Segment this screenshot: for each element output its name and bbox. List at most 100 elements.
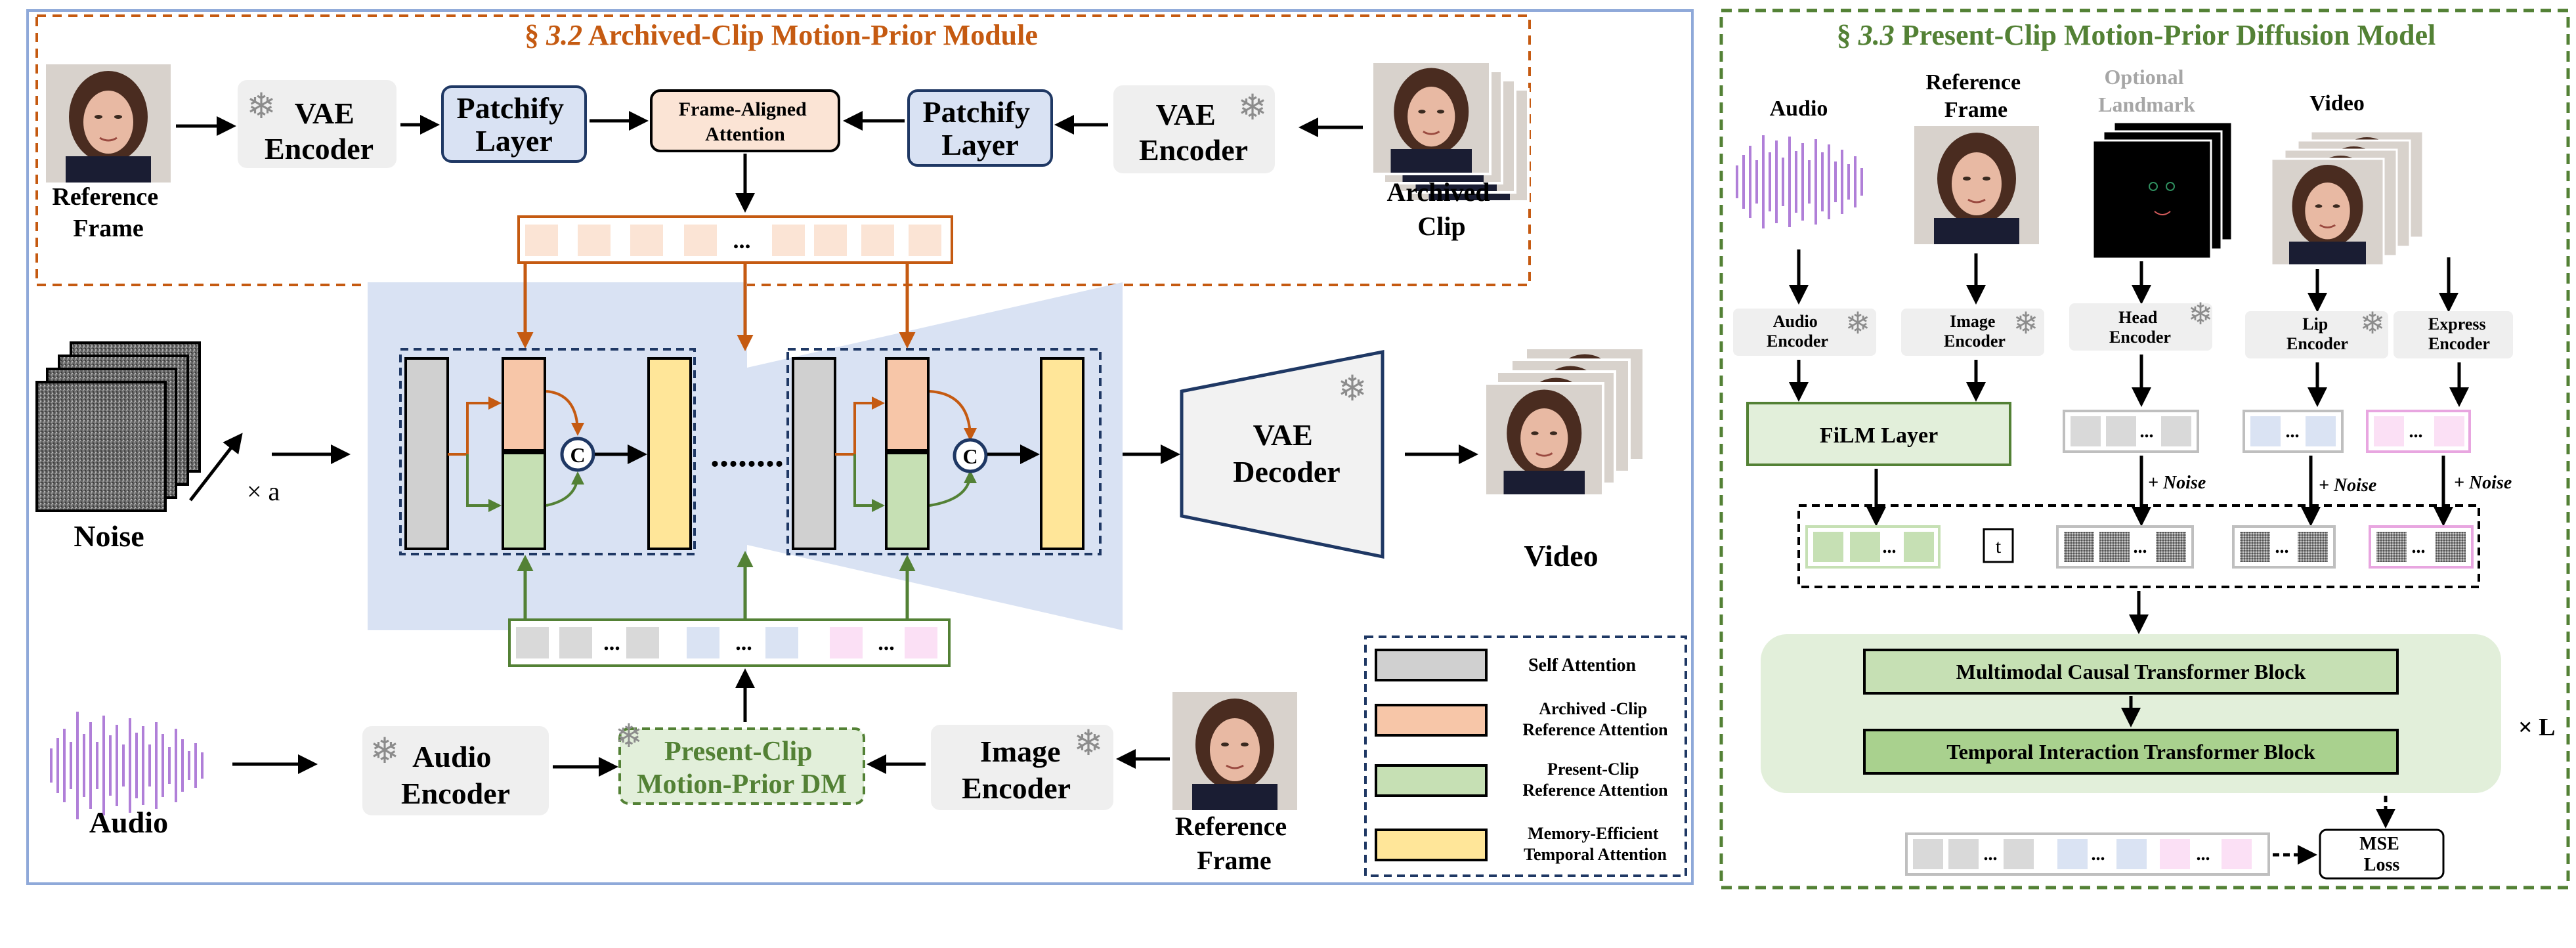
token-ellipsis: ... xyxy=(2409,421,2423,442)
token xyxy=(1850,532,1880,562)
audio-encoder-box xyxy=(1733,309,1876,356)
section-symbol: § xyxy=(1837,19,1851,51)
orange-curve xyxy=(929,390,977,441)
present-ref-attention-bar xyxy=(885,452,930,550)
unet-background-center xyxy=(716,368,779,545)
archived-ref-attention-bar xyxy=(502,357,546,452)
audio-encoder-box xyxy=(362,726,549,815)
token xyxy=(1913,839,1943,869)
noise-stack xyxy=(35,341,201,512)
multimodal-causal-transformer-block xyxy=(1863,649,2399,695)
unet-block-left xyxy=(399,348,696,555)
vae-decoder xyxy=(1180,349,1385,559)
reference-frame-bottom-label: Reference Frame xyxy=(1175,811,1293,875)
audio-encoder-label: Audio Encoder xyxy=(1767,312,1828,351)
lip-encoder-label: Lip Encoder xyxy=(2286,314,2348,353)
legend-label: Present-Clip Reference Attention xyxy=(1522,760,1668,800)
temporal-attention-bar xyxy=(1040,357,1084,550)
token xyxy=(2434,416,2464,446)
reference-frame-image xyxy=(45,63,172,184)
green-curve xyxy=(546,471,584,507)
token xyxy=(2057,839,2088,869)
token xyxy=(1948,839,1979,869)
archived-clip-label: Archived Clip xyxy=(1386,177,1496,241)
present-clip-dm-label: Present-Clip Motion-Prior DM xyxy=(637,737,847,800)
token xyxy=(772,225,805,256)
audio-label: Audio xyxy=(89,806,168,839)
legend-label: Self Attention xyxy=(1528,655,1637,676)
unet-ellipsis: ........ xyxy=(710,434,784,475)
present-ref-attention-bar xyxy=(502,452,546,550)
vae-encoder-left-label: VAE Encoder xyxy=(265,97,374,165)
audio-waveform-icon xyxy=(50,712,204,819)
unet-background-right xyxy=(747,282,1123,630)
temporal-interaction-label: Temporal Interaction Transformer Block xyxy=(1946,740,2315,764)
token-ellipsis: ... xyxy=(2140,421,2154,442)
express-encoder-box xyxy=(2394,311,2513,358)
audio-encoder-label: Audio Encoder xyxy=(401,740,510,810)
snowflake-icon: ❄ xyxy=(246,87,276,126)
archived-clip-stack xyxy=(1371,60,1530,203)
archived-ref-attention-bar xyxy=(885,357,930,452)
optional-landmark-label: Optional Landmark xyxy=(2098,65,2195,116)
concat-icon xyxy=(953,438,988,473)
video-label: Video xyxy=(1524,539,1598,572)
express-encoder-label: Express Encoder xyxy=(2428,314,2490,353)
left-panel-frame xyxy=(26,9,1694,885)
token xyxy=(2004,839,2034,869)
mse-loss-box xyxy=(2319,829,2445,880)
repeat-label: × L xyxy=(2518,714,2556,741)
vae-decoder-label: VAE Decoder xyxy=(1233,418,1340,488)
lip-encoder-box xyxy=(2245,311,2388,358)
snowflake-icon: ❄ xyxy=(2013,307,2039,340)
token xyxy=(2250,416,2281,446)
noisy-token xyxy=(2298,532,2328,562)
patchify-layer-left xyxy=(441,85,587,163)
orange-branch xyxy=(835,397,885,456)
snowflake-icon: ❄ xyxy=(1845,307,1871,340)
self-attention-bar xyxy=(792,357,836,550)
token xyxy=(559,627,592,658)
vae-encoder-right-label: VAE Encoder xyxy=(1139,98,1248,167)
section-title: Present-Clip Motion-Prior Diffusion Mode… xyxy=(1902,19,2436,51)
noisy-token xyxy=(2099,532,2130,562)
temporal-attention-bar xyxy=(647,357,692,550)
snowflake-icon: ❄ xyxy=(1237,88,1267,127)
token xyxy=(905,627,937,658)
right-panel-title: § 3.3 Present-Clip Motion-Prior Diffusio… xyxy=(1837,19,2436,51)
section-symbol: § xyxy=(525,19,539,51)
token xyxy=(578,225,611,256)
present-clip-dm-box xyxy=(618,727,865,805)
snowflake-icon: ❄ xyxy=(1073,723,1103,763)
snowflake-icon: ❄ xyxy=(370,731,399,771)
plus-noise-label: + Noise xyxy=(2148,473,2206,493)
token xyxy=(2071,416,2101,446)
patchify-right-label: Patchify Layer xyxy=(922,95,1037,162)
snowflake-icon: ❄ xyxy=(2360,307,2386,340)
token-ellipsis: ... xyxy=(735,631,752,655)
plus-noise-label: + Noise xyxy=(2319,475,2376,496)
token xyxy=(516,627,549,658)
image-encoder-box xyxy=(931,725,1113,810)
reference-frame-bottom-image xyxy=(1171,691,1299,811)
vae-encoder-left xyxy=(238,80,397,168)
token-ellipsis: ... xyxy=(1984,844,1998,865)
legend-swatch xyxy=(1375,649,1488,681)
token-ellipsis: ... xyxy=(603,631,620,655)
token xyxy=(814,225,847,256)
token-ellipsis: ... xyxy=(2275,537,2289,557)
token xyxy=(2306,416,2336,446)
token xyxy=(830,627,863,658)
token xyxy=(2160,839,2190,869)
legend-label: Archived -Clip Reference Attention xyxy=(1522,699,1668,739)
token-ellipsis: ... xyxy=(2197,844,2210,865)
output-video-stack xyxy=(1484,347,1645,497)
green-branch xyxy=(466,454,502,512)
noisy-token xyxy=(2240,532,2270,562)
legend-label: Memory-Efficient Temporal Attention xyxy=(1524,824,1667,864)
frame-aligned-attention xyxy=(650,89,840,152)
timestep-label: t xyxy=(1996,536,2002,557)
token-ellipsis: ... xyxy=(2412,537,2426,557)
concat-icon xyxy=(560,437,595,472)
concat-label: C xyxy=(570,443,585,467)
